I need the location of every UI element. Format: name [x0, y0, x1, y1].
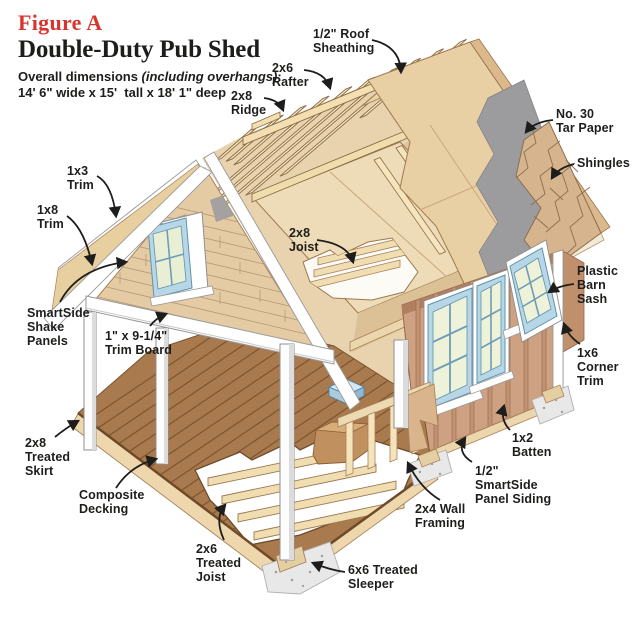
trim-board-9-1-4 [85, 295, 335, 365]
barn-sash-window-1 [419, 282, 484, 421]
label-rafter: 2x6 Rafter [272, 61, 309, 89]
gable-window [147, 211, 215, 307]
label-trim-1x3: 1x3 Trim [67, 164, 94, 192]
label-corner-trim: 1x6 Corner Trim [577, 346, 619, 388]
leader-trim-board [149, 311, 169, 327]
subtitle-bold: Overall dimensions [18, 69, 142, 84]
subtitle: Overall dimensions (including overhangs)… [18, 69, 282, 84]
label-shingles: Shingles [577, 156, 630, 170]
label-wall-framing: 2x4 Wall Framing [415, 502, 466, 530]
label-panel-siding: 1/2" SmartSide Panel Siding [475, 464, 552, 506]
gravel-pads [261, 384, 575, 595]
barn-sash-window-2 [468, 268, 515, 395]
label-batten: 1x2 Batten [512, 431, 552, 459]
leader-arrows [54, 39, 581, 573]
label-tar-paper: No. 30 Tar Paper [556, 107, 614, 135]
leader-wall-framing [406, 460, 441, 501]
label-treated-skirt: 2x8 Treated Skirt [25, 436, 71, 478]
label-shake-panels: SmartSide Shake Panels [27, 306, 90, 348]
figure-label: Figure A [18, 10, 103, 35]
label-treated-joist: 2x6 Treated Joist [196, 542, 242, 584]
barn-sash-window-3-open [502, 239, 563, 343]
label-barn-sash: Plastic Barn Sash [577, 264, 619, 306]
label-trim-board: 1" x 9-1/4" Trim Board [105, 329, 172, 357]
window-wall [401, 239, 585, 466]
rafters [184, 38, 467, 218]
leader-tar-paper [524, 119, 554, 134]
leader-barn-sash [547, 281, 575, 294]
leader-shingles [550, 163, 575, 181]
label-composite-decking: Composite Decking [79, 488, 145, 516]
leader-corner-trim [560, 321, 581, 345]
leader-batten [495, 403, 511, 431]
leader-roof-sheathing [371, 39, 407, 75]
leader-ridge [263, 97, 286, 113]
subtitle-dimensions: 14' 6" wide x 15' tall x 18' 1" deep [18, 85, 227, 100]
label-ridge: 2x8 Ridge [231, 89, 267, 117]
leader-panel-siding [454, 436, 473, 463]
subtitle-italic: (including overhangs) [141, 69, 278, 84]
leader-rafter [303, 69, 334, 91]
label-sleeper: 6x6 Treated Sleeper [348, 563, 418, 591]
bar-counter [312, 421, 375, 465]
leader-composite-decking [115, 455, 159, 489]
page-title: Double-Duty Pub Shed [18, 36, 260, 63]
leader-trim-1x8 [66, 215, 97, 267]
leader-treated-skirt [54, 419, 81, 438]
leader-joist-2x8 [316, 239, 357, 265]
leader-treated-joist [214, 503, 227, 541]
label-joist-2x8: 2x8 Joist [289, 226, 319, 254]
porch-posts [83, 311, 409, 561]
leader-shake-panels [59, 256, 129, 303]
leader-sleeper [310, 560, 346, 573]
label-trim-1x8: 1x8 Trim [37, 203, 64, 231]
leader-trim-1x3 [96, 175, 122, 219]
attic-joists [309, 238, 411, 290]
label-roof-sheathing: 1/2" Roof Sheathing [313, 27, 375, 55]
right-rake-trim [203, 151, 361, 411]
